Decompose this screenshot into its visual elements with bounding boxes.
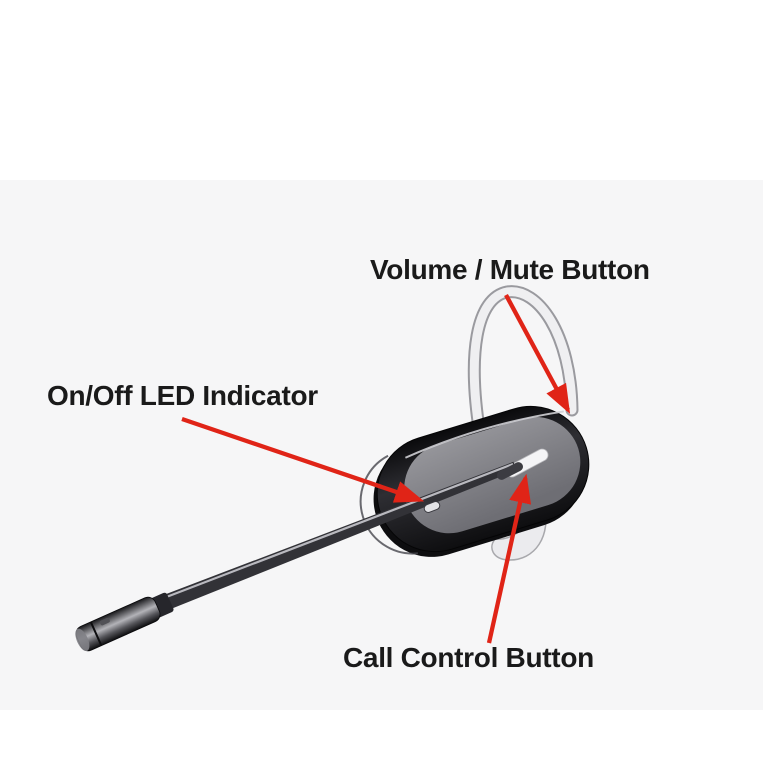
mic-seam	[89, 621, 103, 647]
boom-highlight	[155, 462, 514, 603]
label-call-control-button: Call Control Button	[343, 642, 594, 673]
mic-boom	[154, 461, 523, 614]
mic-notch	[99, 617, 110, 626]
arrow-call-control	[486, 473, 532, 644]
arrow-on-off-led	[181, 416, 425, 503]
label-volume-mute-button: Volume / Mute Button	[370, 254, 650, 285]
body-edge-ridge	[359, 454, 418, 555]
label-on-off-led-indicator: On/Off LED Indicator	[47, 380, 318, 411]
microphone	[75, 592, 174, 652]
mic-tip-face	[75, 628, 90, 652]
ear-hook	[467, 285, 579, 448]
callout-arrows	[181, 293, 571, 644]
led-indicator	[423, 501, 441, 513]
boom-shaft	[154, 461, 517, 614]
boom-hinge-tip	[497, 462, 523, 480]
body-top-highlight	[404, 410, 564, 459]
arrow-volume-mute	[504, 293, 571, 414]
ear-hook-fill	[469, 287, 577, 446]
